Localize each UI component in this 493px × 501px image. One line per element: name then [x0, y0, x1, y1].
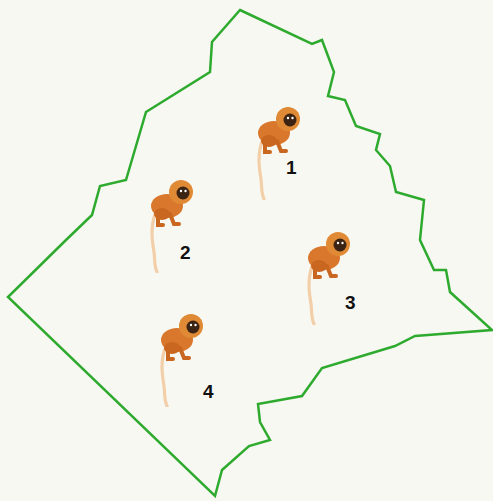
tamarin-figure: [308, 232, 350, 324]
tamarin-figure: [258, 107, 300, 199]
callout-number: 1: [286, 158, 297, 177]
callout-number: 3: [345, 293, 356, 312]
callout-number: 2: [180, 243, 191, 262]
callout-number: 4: [203, 382, 214, 401]
tamarin-figure: [151, 180, 193, 272]
tamarin-figure: [161, 314, 203, 406]
territory-outline: [8, 10, 492, 496]
